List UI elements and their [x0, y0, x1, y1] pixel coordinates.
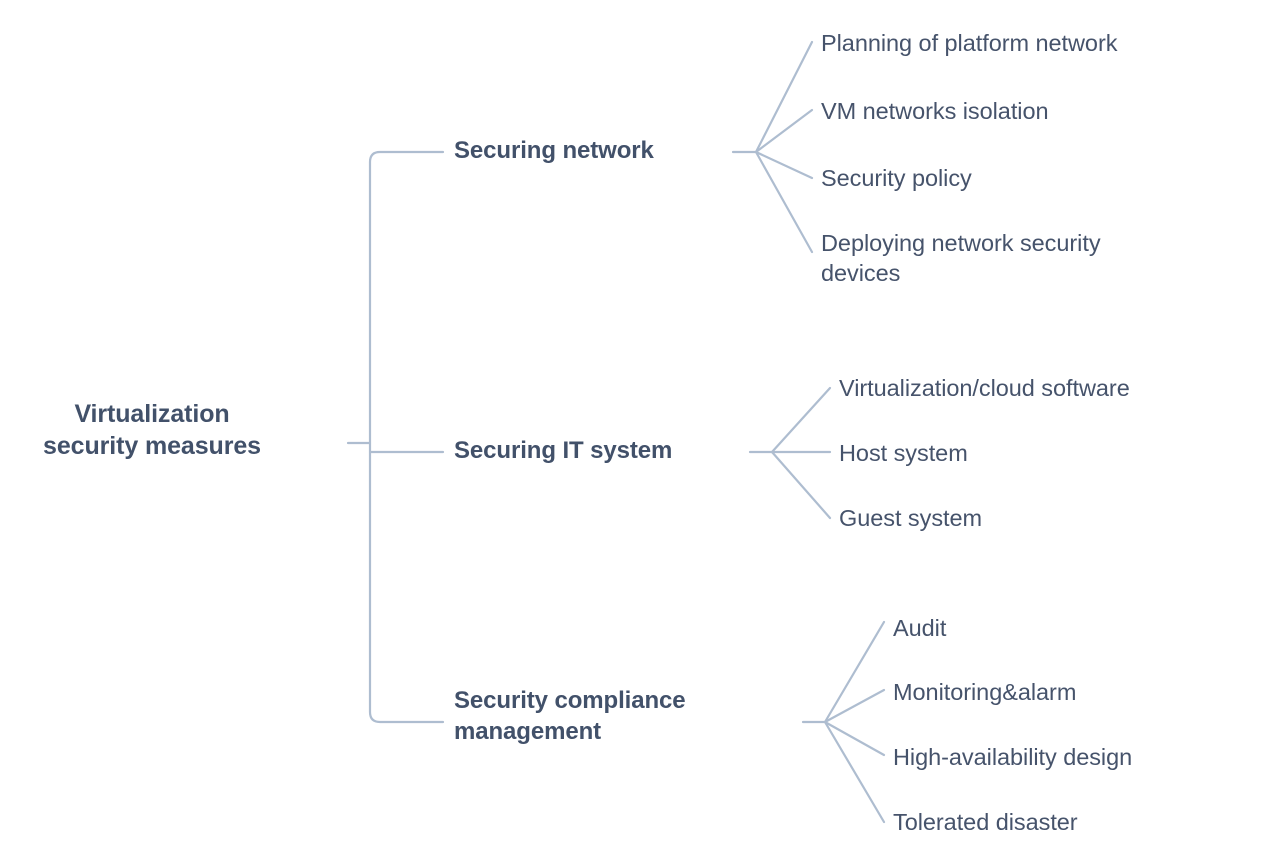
leaf-node-virtualization-cloud-software[interactable]: Virtualization/cloud software: [839, 375, 1130, 401]
branch-3-ray-3: [823, 720, 886, 757]
leaf-node-security-policy[interactable]: Security policy: [821, 165, 972, 191]
branch-3-ray-2: [823, 688, 886, 724]
leaf-node-deploying-network-security-devices[interactable]: Deploying network security devices: [821, 230, 1101, 287]
branch-1-ray-4: [754, 150, 814, 254]
branch-node-securing-network[interactable]: Securing network: [454, 137, 654, 164]
branch-1-ray-2: [754, 108, 814, 154]
branch-1-ray-3: [754, 150, 814, 180]
branch-node-securing-it-system[interactable]: Securing IT system: [454, 437, 673, 464]
root-node-label: Virtualization security measures: [43, 400, 261, 460]
leaf-node-planning-of-platform-network[interactable]: Planning of platform network: [821, 30, 1118, 56]
leaf-node-monitoring-and-alarm[interactable]: Monitoring&alarm: [893, 679, 1077, 705]
main-bracket-line: [368, 150, 445, 724]
branch-2-ray-1: [770, 386, 832, 454]
leaf-node-high-availability-design[interactable]: High-availability design: [893, 744, 1133, 770]
branch-1-ray-1: [754, 40, 814, 154]
branch-3-ray-4: [823, 720, 886, 824]
leaf-node-guest-system[interactable]: Guest system: [839, 505, 983, 531]
branch-node-security-compliance-management[interactable]: Security compliance management: [454, 687, 686, 745]
leaf-node-host-system[interactable]: Host system: [839, 440, 968, 466]
leaf-node-audit[interactable]: Audit: [893, 615, 947, 641]
branch-3-ray-1: [823, 620, 886, 724]
leaf-node-vm-networks-isolation[interactable]: VM networks isolation: [821, 98, 1049, 124]
leaf-node-tolerated-disaster[interactable]: Tolerated disaster: [893, 809, 1078, 835]
branch-2-ray-3: [770, 450, 832, 520]
